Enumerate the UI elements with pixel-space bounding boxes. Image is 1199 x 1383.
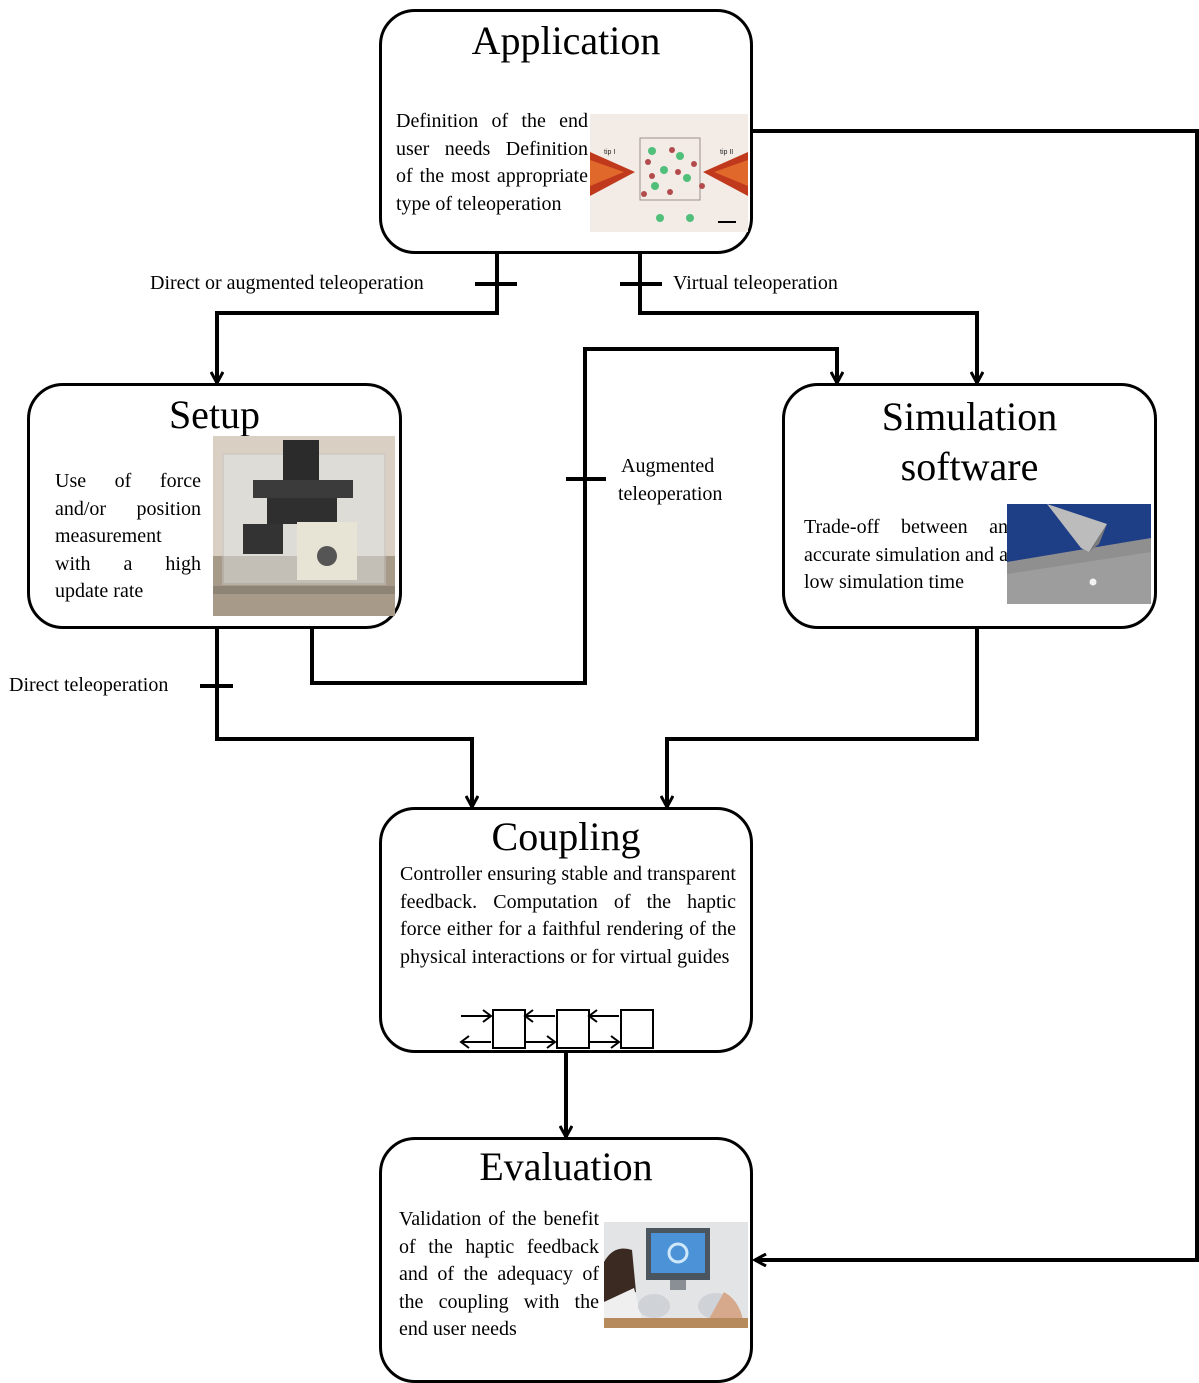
simulation-render-image	[1007, 504, 1151, 604]
evaluation-description: Validation of the benefit of the haptic …	[399, 1208, 599, 1340]
label-virtual-teleoperation: Virtual teleoperation	[673, 272, 838, 294]
simulation-description: Trade-off between an accurate simulation…	[804, 516, 1008, 593]
setup-microscope-image	[213, 436, 395, 616]
setup-description: Use of force and/or position measurement…	[55, 470, 201, 602]
arrow-setup-to-simulation	[310, 347, 837, 685]
label-augmented-line2: teleoperation	[618, 483, 723, 505]
simulation-title-line1: Simulation	[881, 394, 1058, 439]
coupling-description: Controller ensuring stable and transpare…	[400, 863, 736, 968]
tip-left-label: tip I	[604, 149, 615, 156]
simulation-box: Simulation software Trade-off between an…	[782, 383, 1157, 629]
label-augmented-line1: Augmented	[621, 455, 715, 477]
setup-box: Setup Use of force and/or position measu…	[27, 383, 402, 629]
control-loop-diagram	[459, 1009, 654, 1049]
tip-right-label: tip II	[720, 149, 733, 156]
arrow-simulation-to-coupling	[667, 629, 979, 807]
evaluation-box: Evaluation Validation of the benefit of …	[379, 1137, 753, 1383]
application-description: Definition of the end user needs Definit…	[396, 110, 588, 215]
application-title: Application	[471, 18, 661, 63]
label-direct-or-augmented: Direct or augmented teleoperation	[150, 272, 424, 294]
arrow-setup-to-coupling	[215, 629, 472, 807]
evaluation-user-image	[604, 1222, 748, 1328]
coupling-title: Coupling	[491, 814, 641, 859]
evaluation-title: Evaluation	[479, 1144, 653, 1189]
arrow-application-to-evaluation	[751, 129, 1199, 1260]
label-direct-teleoperation: Direct teleoperation	[9, 674, 169, 696]
coupling-box: Coupling Controller ensuring stable and …	[379, 807, 753, 1053]
setup-title: Setup	[168, 392, 261, 437]
simulation-title-line2: software	[900, 444, 1039, 489]
application-box: Application Definition of the end user n…	[379, 9, 753, 254]
micromanipulation-image: tip I tip II	[590, 114, 748, 232]
